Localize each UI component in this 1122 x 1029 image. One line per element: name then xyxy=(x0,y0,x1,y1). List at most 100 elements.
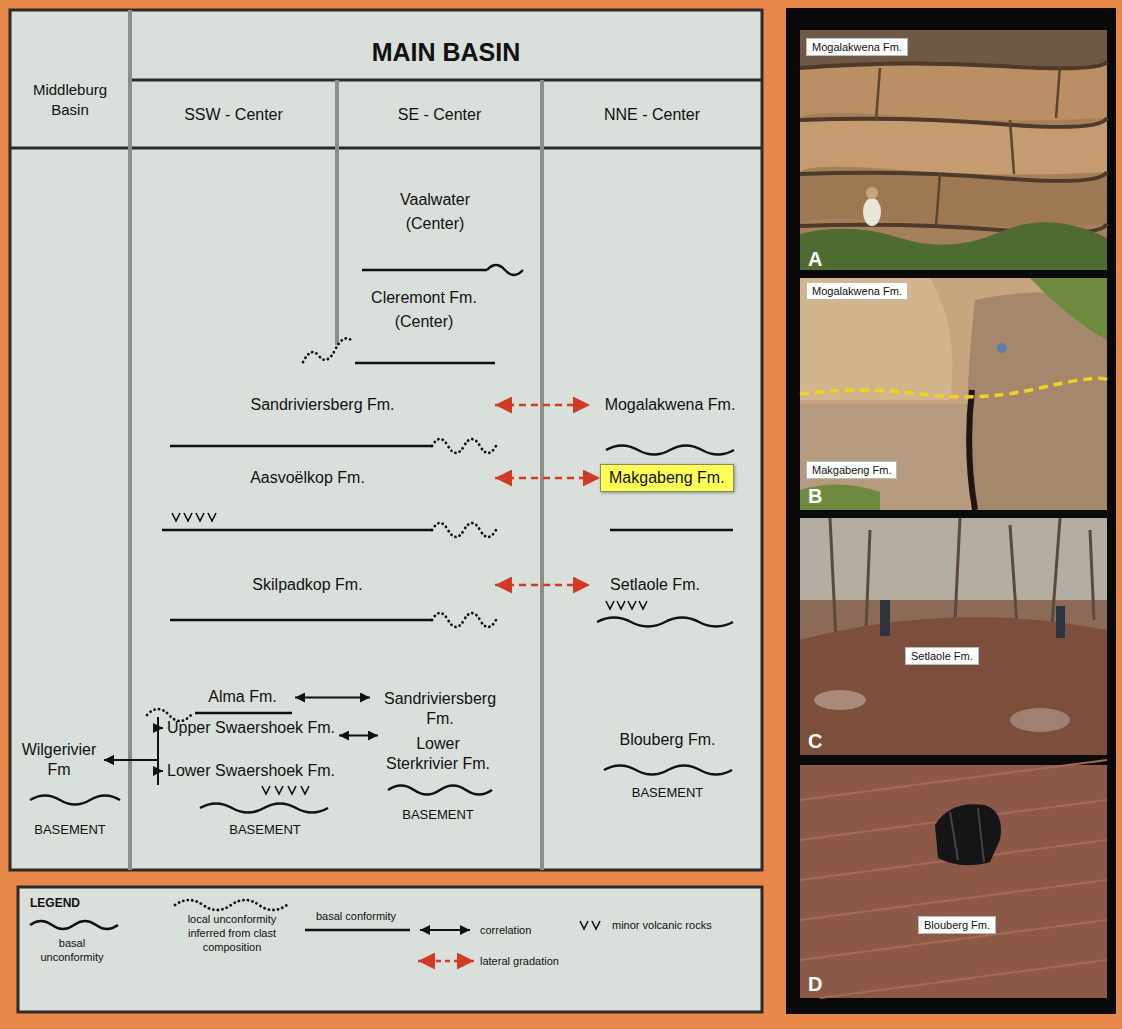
photo-letter: B xyxy=(808,484,822,509)
legend-title: LEGEND xyxy=(30,896,80,911)
legend-entry: lateral gradation xyxy=(478,953,561,969)
formation-name: Aasvoëlkop Fm. xyxy=(124,469,491,487)
conformity-line xyxy=(355,362,495,365)
lateral-gradation-arrow xyxy=(495,584,590,587)
legend-entry: minor volcanic rocks xyxy=(610,917,714,933)
highlight-box: Makgabeng Fm. xyxy=(600,464,734,492)
photo-laminae xyxy=(800,760,1107,998)
formation-label: Lower Swaershoek Fm. xyxy=(163,760,339,782)
photo-person xyxy=(880,600,890,636)
formation-label: Lower Sterkrivier Fm. xyxy=(378,732,498,776)
formation-name: Skilpadkop Fm. xyxy=(124,576,491,594)
column-divider xyxy=(540,80,544,870)
column-header-box: SE - Center xyxy=(337,104,542,126)
basement-label: BASEMENT xyxy=(602,785,733,801)
photo-d xyxy=(800,760,1107,998)
conformity-line xyxy=(170,619,432,622)
photo-trees xyxy=(800,518,1107,600)
dotted-wave xyxy=(303,338,351,362)
formation-label: Skilpadkop Fm. xyxy=(120,574,495,596)
conformity-line xyxy=(195,712,292,715)
formation-name: Blouberg Fm. xyxy=(924,918,990,932)
photo-bedding xyxy=(800,62,1107,233)
basin-heading-box: MAIN BASIN xyxy=(130,36,762,69)
legend-entry: basal conformity xyxy=(300,908,412,924)
formation-label: Cleremont Fm. (Center) xyxy=(354,284,494,336)
formation-label: Wilgerivier Fm xyxy=(14,738,104,782)
correlation-arrow xyxy=(295,697,370,699)
formation-name: Lower Sterkrivier Fm. xyxy=(382,734,494,774)
formation-name: Makgabeng Fm. xyxy=(609,469,725,487)
formation-name: Sandriviersberg Fm. xyxy=(154,396,491,414)
formation-name: Makgabeng Fm. xyxy=(812,463,891,477)
column-divider xyxy=(128,10,132,870)
photo-grass xyxy=(800,484,880,510)
volcanic-symbol xyxy=(606,601,647,609)
conformity-line xyxy=(162,529,432,532)
formation-name: Wilgerivier Fm xyxy=(18,740,100,780)
column-header: SSW - Center xyxy=(132,105,335,125)
basement-label-box: BASEMENT xyxy=(200,821,330,839)
legend-title-box: LEGEND xyxy=(28,895,82,912)
photo-crack xyxy=(876,66,1060,226)
photo-stone xyxy=(1010,708,1070,732)
legend-text: basal conformity xyxy=(302,909,410,923)
local-unconformities xyxy=(147,338,496,910)
legend-text: minor volcanic rocks xyxy=(612,918,712,932)
unconformity-wave xyxy=(606,446,734,455)
basement-label: BASEMENT xyxy=(14,822,126,838)
table-rule xyxy=(10,147,762,150)
correlation-arrow xyxy=(104,728,163,760)
formation-name: Mogalakwena Fm. xyxy=(812,40,902,54)
legend-dotted-sample xyxy=(175,900,287,910)
basement-label-box: BASEMENT xyxy=(12,821,128,839)
basal-unconformities xyxy=(30,265,734,929)
formation-label: Alma Fm. xyxy=(190,686,295,708)
photo-letter-box: A xyxy=(806,246,824,273)
photo-label: Makgabeng Fm. xyxy=(806,461,897,479)
table-rule xyxy=(130,79,762,82)
unconformity-wave xyxy=(388,786,492,795)
photo-label: Mogalakwena Fm. xyxy=(806,38,908,56)
legend-conformity-sample xyxy=(305,929,410,932)
contact-line xyxy=(800,378,1107,397)
formation-name: Setlaole Fm. xyxy=(594,576,716,594)
conformity-line xyxy=(362,269,487,272)
formation-label: Vaalwater (Center) xyxy=(380,186,490,238)
photo-ground xyxy=(800,518,1107,755)
formation-label: Setlaole Fm. xyxy=(590,574,720,596)
formation-name: Cleremont Fm. (Center) xyxy=(358,286,490,334)
basement-label-box: BASEMENT xyxy=(380,806,496,824)
photo-c xyxy=(800,518,1107,755)
photo-label: Blouberg Fm. xyxy=(918,916,996,934)
connectors xyxy=(104,405,600,771)
column-header-box: NNE - Center xyxy=(542,104,762,126)
formation-name: Blouberg Fm. xyxy=(604,731,731,749)
photo-person xyxy=(863,198,881,226)
unconformity-wave xyxy=(30,796,120,805)
legend-gradation-sample xyxy=(418,960,474,963)
photo-letter-box: D xyxy=(806,971,824,998)
photo-a xyxy=(800,30,1107,270)
formation-name: Mogalakwena Fm. xyxy=(812,284,902,298)
formation-label: Mogalakwena Fm. xyxy=(590,394,750,416)
photo-backpack xyxy=(950,808,984,862)
dotted-wave xyxy=(432,439,496,453)
column-header-box: Middleburg Basin xyxy=(20,79,120,121)
legend-text: basal unconformity xyxy=(34,936,110,964)
photo-panel xyxy=(786,8,1116,1014)
column-dividers xyxy=(130,10,542,870)
basement-label-box: BASEMENT xyxy=(600,784,735,802)
legend-unconformity-sample xyxy=(30,921,118,929)
unconformity-wave xyxy=(487,265,523,275)
formation-name: Sandriviersberg Fm. xyxy=(374,689,506,729)
correlation-arrow xyxy=(339,735,378,737)
formation-name: Upper Swaershoek Fm. xyxy=(167,719,335,737)
main-panel xyxy=(10,10,762,870)
basement-label: BASEMENT xyxy=(382,807,494,823)
photo-letter: A xyxy=(808,247,822,272)
conformity-line xyxy=(170,445,432,448)
